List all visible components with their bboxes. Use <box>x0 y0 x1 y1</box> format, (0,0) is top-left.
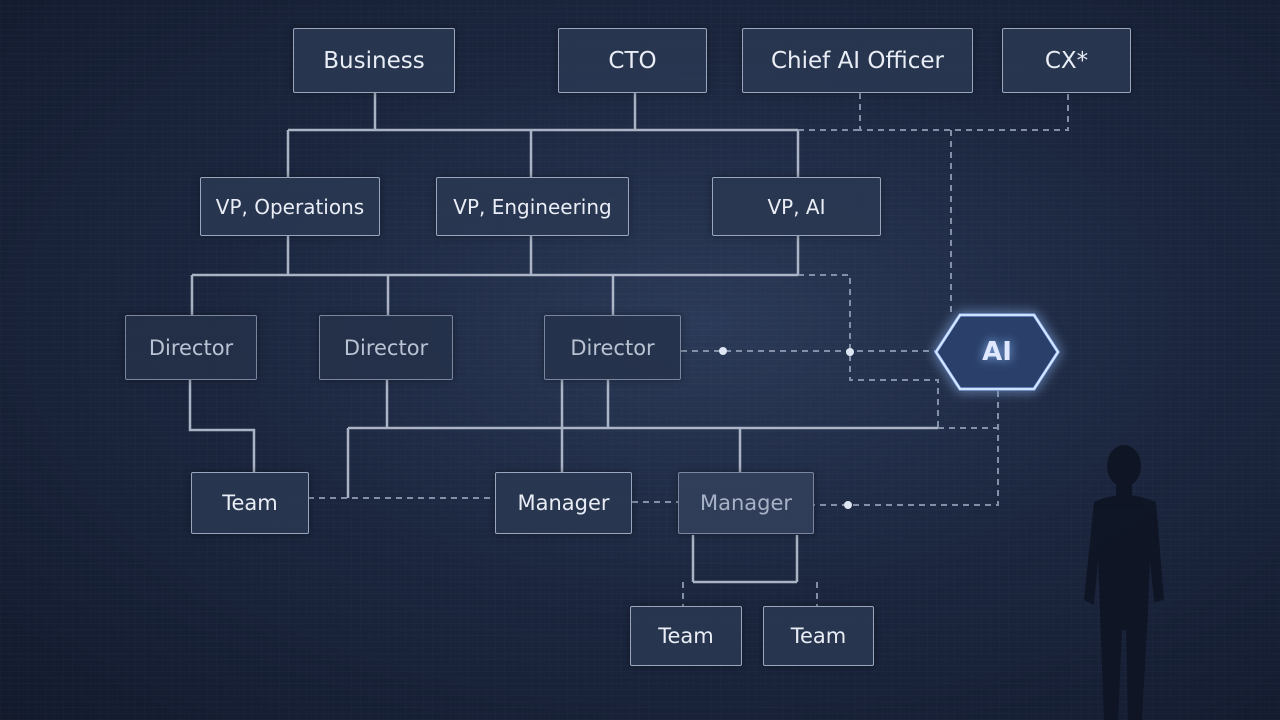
vp-operations-box: VP, Operations <box>200 177 380 236</box>
director-box-2: Director <box>319 315 453 380</box>
vp-ai-box: VP, AI <box>712 177 881 236</box>
team-box-bottom-1: Team <box>630 606 742 666</box>
standing-person-silhouette <box>1084 445 1164 720</box>
cx-box: CX* <box>1002 28 1131 93</box>
dashed-connectors <box>308 93 1069 606</box>
ai-label: AI <box>982 337 1012 367</box>
business-box: Business <box>293 28 455 93</box>
manager-box-1: Manager <box>495 472 632 534</box>
connector-dots <box>719 347 854 509</box>
team-box-left: Team <box>191 472 309 534</box>
cto-box: CTO <box>558 28 707 93</box>
ai-hexagon-shape <box>934 313 1060 391</box>
vp-engineering-box: VP, Engineering <box>436 177 629 236</box>
ai-hexagon-node: AI <box>935 313 1059 391</box>
manager-box-2: Manager <box>678 472 814 534</box>
team-box-bottom-2: Team <box>763 606 874 666</box>
director-box-3: Director <box>544 315 681 380</box>
chief-ai-officer-box: Chief AI Officer <box>742 28 973 93</box>
director-box-1: Director <box>125 315 257 380</box>
solid-connectors <box>188 93 938 584</box>
